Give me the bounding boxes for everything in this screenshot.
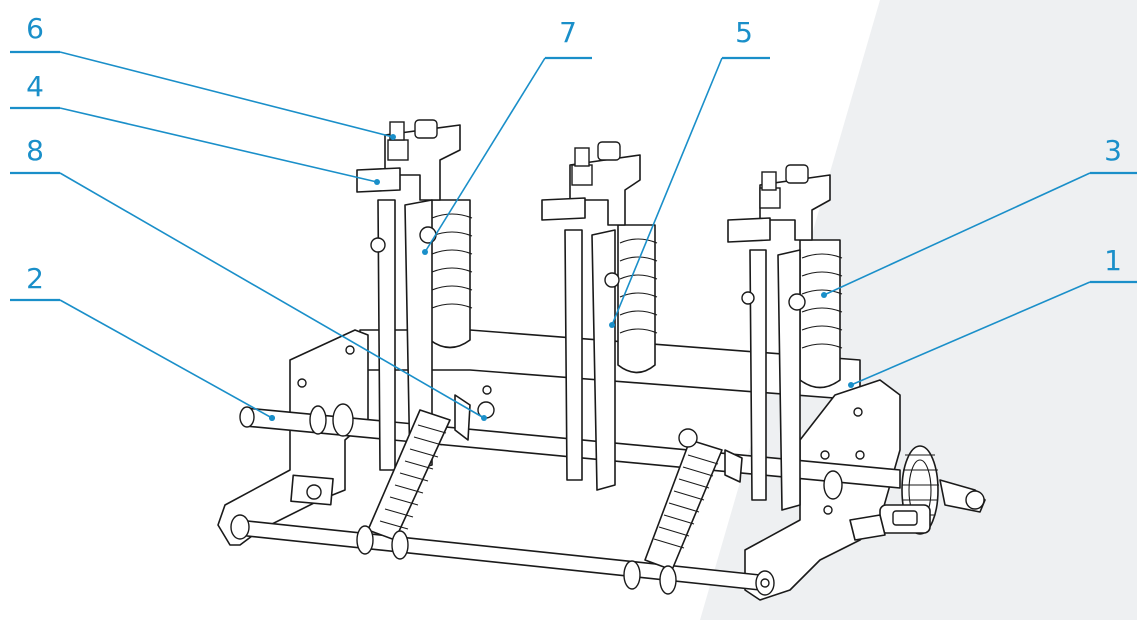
left-side-plate (217, 329, 369, 546)
callout-number-8: 8 (26, 134, 44, 167)
callout-leader-6 (59, 51, 394, 138)
insulator-left (356, 119, 473, 471)
callout-number-3: 3 (1104, 134, 1122, 167)
callout-dot-8 (481, 415, 487, 421)
callout-number-6: 6 (26, 12, 44, 45)
callout-leader-2 (59, 299, 273, 419)
callout-number-5: 5 (735, 16, 753, 49)
spring-right (623, 428, 723, 595)
callout-dot-3 (821, 292, 827, 298)
callout-6: 6 (10, 12, 396, 140)
callout-dot-2 (269, 415, 275, 421)
mechanism-drawing (217, 119, 986, 601)
callouts: 6 4 8 2 7 5 3 1 (10, 12, 1137, 421)
callout-dot-7 (422, 249, 428, 255)
callout-4: 4 (10, 70, 380, 185)
insulator-right (727, 164, 843, 511)
callout-number-1: 1 (1104, 244, 1122, 277)
callout-8: 8 (10, 134, 487, 421)
callout-dot-4 (374, 179, 380, 185)
insulator-middle (541, 141, 658, 491)
callout-number-7: 7 (559, 16, 577, 49)
gear-assembly (849, 445, 986, 541)
callout-number-4: 4 (26, 70, 44, 103)
callout-leader-1 (850, 281, 1091, 386)
callout-5: 5 (609, 16, 770, 328)
callout-3: 3 (821, 134, 1137, 298)
callout-2: 2 (10, 262, 275, 421)
callout-leader-4 (59, 107, 378, 183)
callout-dot-6 (390, 134, 396, 140)
callout-7: 7 (422, 16, 592, 255)
spring-left (356, 409, 451, 560)
callout-dot-5 (609, 322, 615, 328)
callout-leader-5 (611, 57, 723, 326)
callout-dot-1 (848, 382, 854, 388)
callout-leader-8 (59, 172, 485, 419)
right-side-plate (744, 379, 901, 601)
callout-leader-7 (424, 57, 546, 253)
callout-number-2: 2 (26, 262, 44, 295)
callout-leader-3 (823, 172, 1091, 296)
callout-1: 1 (848, 244, 1137, 388)
